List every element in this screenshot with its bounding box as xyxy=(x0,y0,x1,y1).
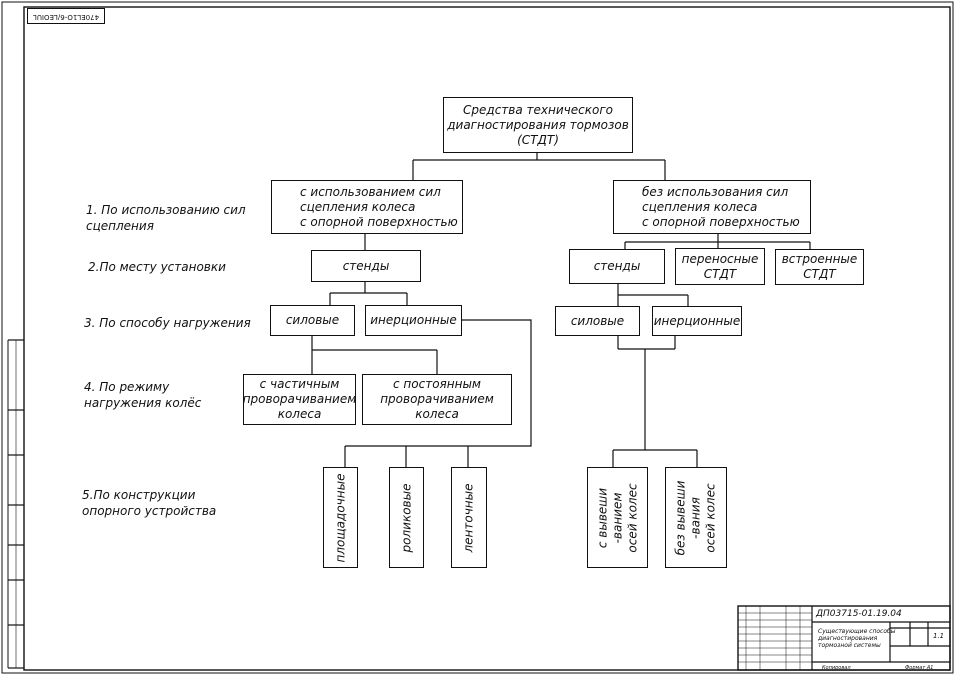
belt-box: ленточные xyxy=(451,467,487,568)
without-hang-label: без вывеши -вания осей колес xyxy=(673,480,718,555)
root-box: Средства технического диагностирования т… xyxy=(443,97,633,153)
with-hang-label: с вывеши -ванием осей колес xyxy=(595,482,639,553)
drawing-title: Существующие способы диагностирования то… xyxy=(818,628,896,649)
category-loading-method: 3. По способу нагружения xyxy=(84,316,251,330)
category-support-design: 5.По конструкции опорного устройства xyxy=(82,488,217,518)
with-adhesion-box: с использованием сил сцепления колеса с … xyxy=(271,180,463,234)
platform-box: площадочные xyxy=(323,467,358,568)
platform-label: площадочные xyxy=(333,473,347,562)
belt-label: ленточные xyxy=(461,482,476,553)
power-right-box: силовые xyxy=(555,306,640,336)
power-left-box: силовые xyxy=(270,305,355,336)
inertial-right-box: инерционные xyxy=(652,306,742,336)
category-location: 2.По месту установки xyxy=(88,260,226,274)
drawing-code: ДП03715-01.19.04 xyxy=(816,609,902,619)
without-hang-box: без вывеши -вания осей колес xyxy=(665,467,727,568)
portable-box: переносные СТДТ xyxy=(675,248,765,285)
roller-box: роликовые xyxy=(389,467,424,568)
roller-label: роликовые xyxy=(399,483,413,552)
builtin-box: встроенные СТДТ xyxy=(775,249,864,285)
sheet-number: 1.1 xyxy=(933,632,945,640)
inertial-left-box: инерционные xyxy=(365,305,462,336)
with-hang-box: с вывеши -ванием осей колес xyxy=(587,467,648,568)
drawing-stamp: 470EL1O-6/LEOIUL xyxy=(27,8,105,24)
without-adhesion-box: без использования сил сцепления колеса с… xyxy=(613,180,811,234)
stands-left-box: стенды xyxy=(311,250,421,282)
category-loading-mode: 4. По режиму нагружения колёс xyxy=(84,380,202,410)
format-label: Формат А1 xyxy=(905,665,934,671)
category-adhesion: 1. По использованию сил сцепления xyxy=(86,203,246,233)
constant-rotation-box: с постоянным проворачиванием колеса xyxy=(362,374,512,425)
copied-label: Копировал xyxy=(822,665,851,671)
partial-rotation-box: с частичным проворачиванием колеса xyxy=(243,374,356,425)
stands-right-box: стенды xyxy=(569,249,665,284)
